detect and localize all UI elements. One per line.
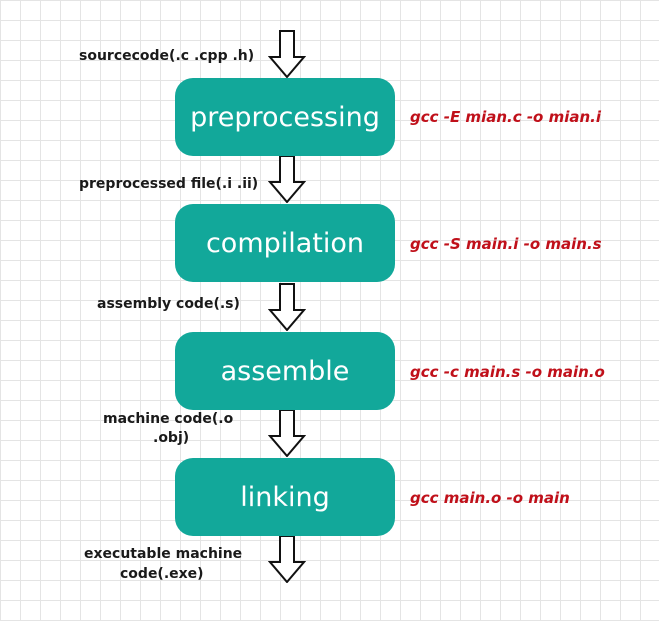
label-machine-code-line2: .obj) xyxy=(153,430,190,446)
down-arrow-icon xyxy=(268,409,306,457)
label-executable-line2: code(.exe) xyxy=(120,566,204,582)
label-machine-code-line1: machine code(.o xyxy=(103,411,234,427)
label-preprocessed-file: preprocessed file(.i .ii) xyxy=(79,176,259,192)
command-linking: gcc main.o -o main xyxy=(410,489,570,507)
stage-label: compilation xyxy=(205,227,365,259)
stage-label: assemble xyxy=(220,355,350,387)
label-executable-line1: executable machine xyxy=(84,546,243,562)
command-assemble: gcc -c main.s -o main.o xyxy=(410,363,605,381)
stage-label: linking xyxy=(240,481,330,513)
stage-preprocessing: preprocessing xyxy=(175,78,395,156)
down-arrow-icon xyxy=(268,30,306,78)
down-arrow-icon xyxy=(268,155,306,203)
down-arrow-icon xyxy=(268,535,306,583)
down-arrow-icon xyxy=(268,283,306,331)
stage-compilation: compilation xyxy=(175,204,395,282)
stage-label: preprocessing xyxy=(190,101,380,133)
stage-assemble: assemble xyxy=(175,332,395,410)
command-compilation: gcc -S main.i -o main.s xyxy=(410,235,602,253)
label-sourcecode: sourcecode(.c .cpp .h) xyxy=(79,48,255,64)
command-preprocessing: gcc -E mian.c -o mian.i xyxy=(410,108,601,126)
label-assembly-code: assembly code(.s) xyxy=(97,296,240,312)
stage-linking: linking xyxy=(175,458,395,536)
